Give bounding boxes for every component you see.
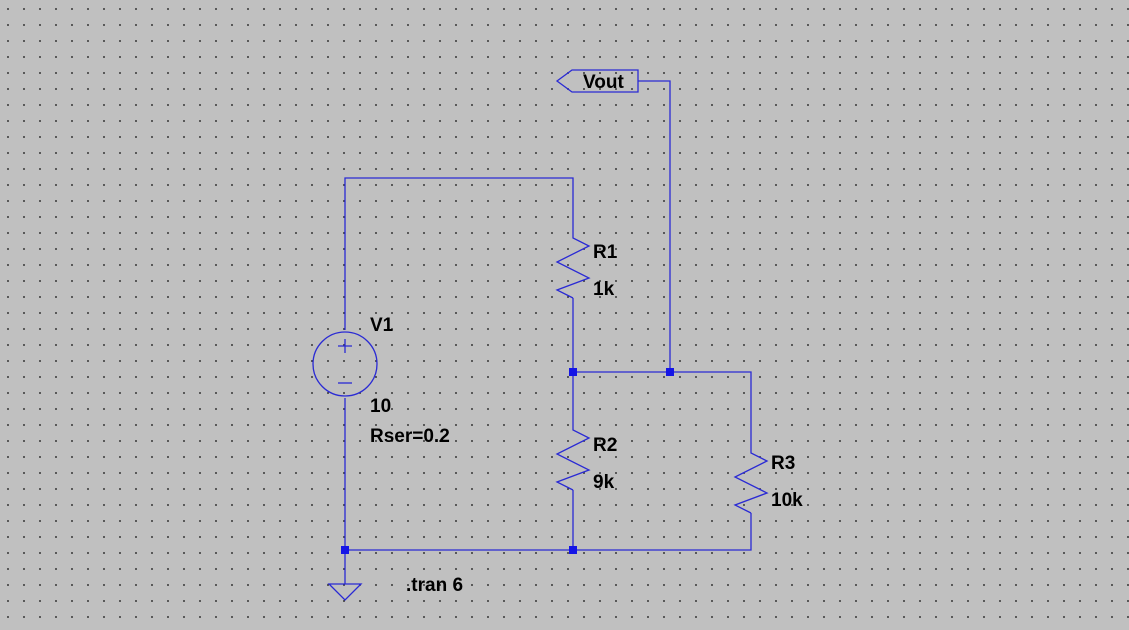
r3-value: 10k	[771, 490, 803, 511]
net-label-flag	[555, 69, 639, 93]
junctions	[341, 368, 674, 554]
resistor-r3-symbol	[733, 445, 769, 514]
r3-name: R3	[771, 453, 795, 474]
junction-dot	[569, 368, 577, 376]
net-label-text: Vout	[583, 72, 624, 93]
resistor-r1[interactable]: R1 1k	[555, 230, 618, 300]
spice-directive[interactable]: .tran 6	[406, 575, 463, 596]
resistor-r1-symbol	[555, 230, 591, 299]
resistor-r2[interactable]: R2 9k	[555, 422, 617, 493]
junction-dot	[341, 546, 349, 554]
voltage-source-v1[interactable]: V1 10 Rser=0.2	[312, 315, 450, 447]
wire-mid-node-right[interactable]	[573, 371, 752, 445]
voltage-source-symbol	[312, 331, 378, 397]
ground-symbol[interactable]	[327, 583, 363, 601]
r1-name: R1	[593, 242, 618, 263]
v1-name: V1	[370, 315, 394, 336]
resistor-r2-symbol	[555, 422, 591, 491]
net-label-vout[interactable]: Vout	[555, 69, 639, 93]
wire-r3-to-ground[interactable]	[345, 513, 752, 551]
r1-value: 1k	[593, 279, 615, 300]
junction-dot	[569, 546, 577, 554]
ground-icon	[327, 583, 363, 601]
r2-name: R2	[593, 435, 617, 456]
wire-vout[interactable]	[638, 80, 671, 372]
wires	[344, 80, 752, 584]
r2-value: 9k	[593, 472, 615, 493]
resistor-r3[interactable]: R3 10k	[733, 445, 803, 514]
plus-icon	[338, 339, 352, 353]
v1-value: 10	[370, 396, 391, 417]
wire-top-loop[interactable]	[344, 177, 574, 330]
v1-param: Rser=0.2	[370, 426, 450, 447]
junction-dot	[666, 368, 674, 376]
